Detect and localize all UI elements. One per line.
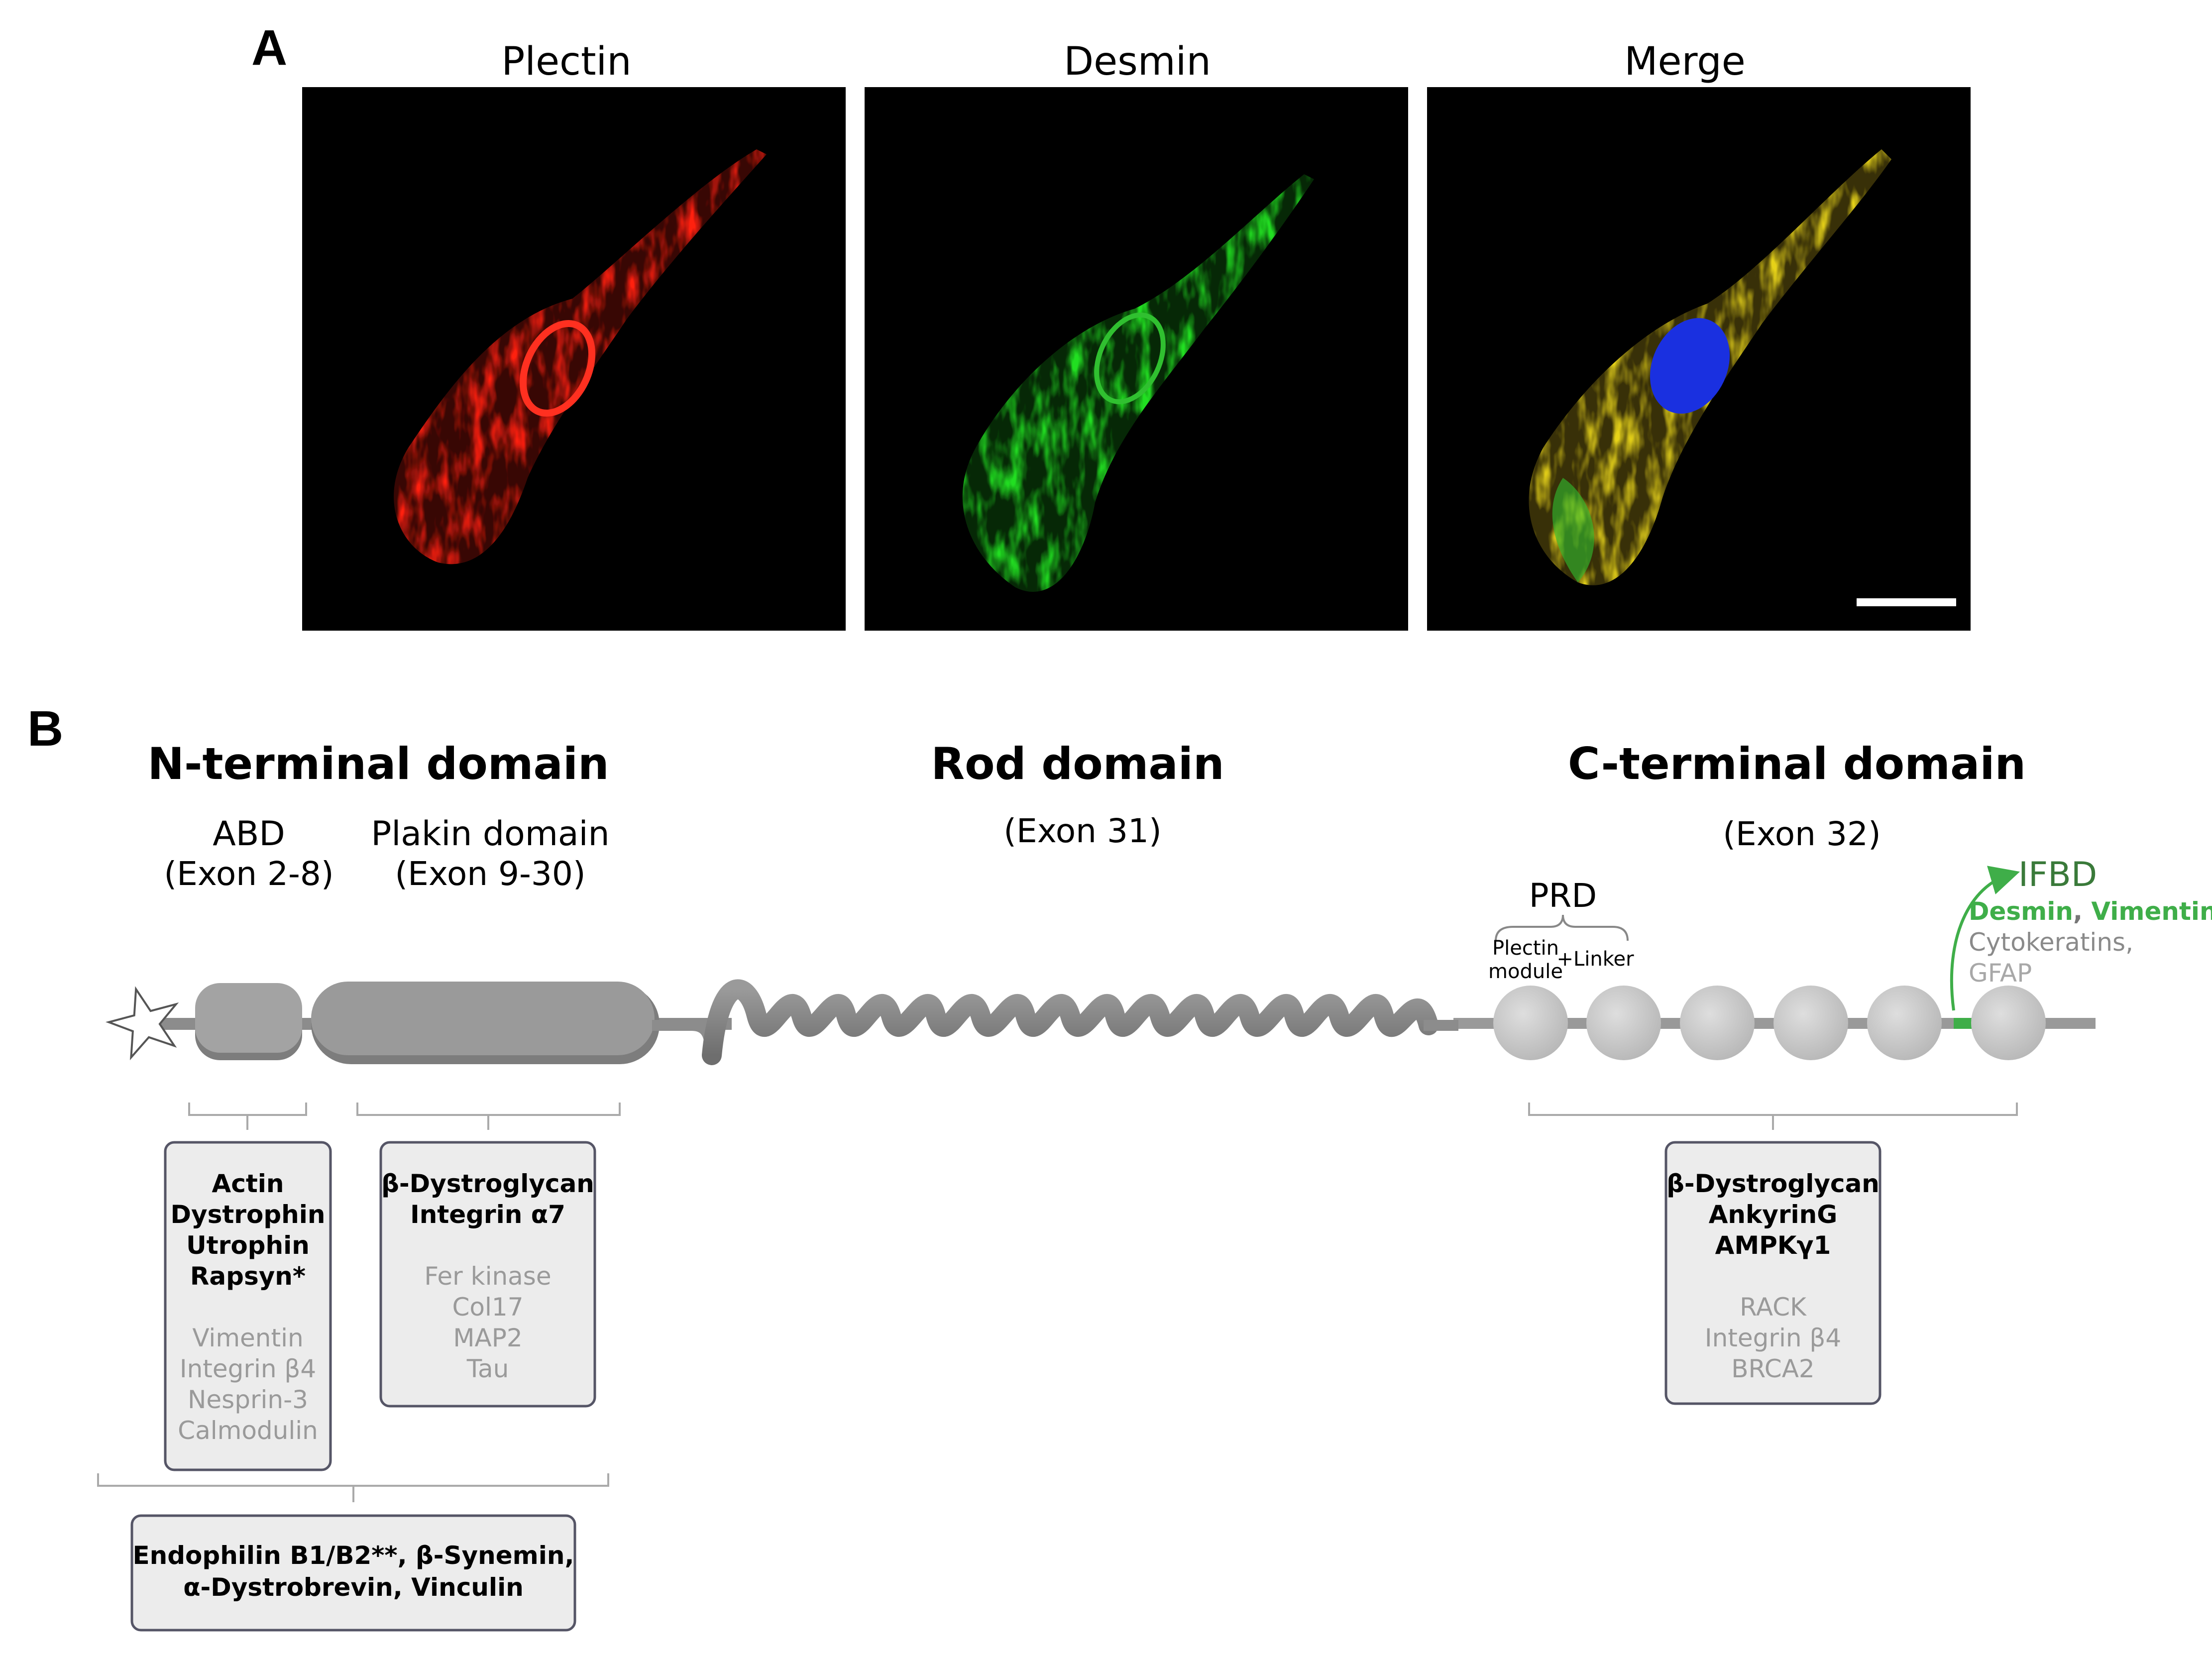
panel-b-letter: B xyxy=(27,701,63,757)
plakin-partner-map2: MAP2 xyxy=(453,1324,522,1352)
plakin-partner-integrin-a7: Integrin α7 xyxy=(410,1200,565,1229)
desmin-micrograph xyxy=(865,87,1408,631)
abd-bracket xyxy=(188,1103,307,1130)
plectin-title: Plectin xyxy=(501,39,631,84)
desmin-title: Desmin xyxy=(1064,39,1211,84)
merge-title: Merge xyxy=(1624,39,1745,84)
abd-partner-actin: Actin xyxy=(212,1169,284,1198)
rod-exon: (Exon 31) xyxy=(1003,812,1161,850)
abd-partner-vimentin: Vimentin xyxy=(192,1324,303,1352)
merge-micrograph xyxy=(1427,87,1971,631)
abd-label: ABD xyxy=(213,814,285,854)
abd-partner-utrophin: Utrophin xyxy=(186,1231,310,1260)
plus-linker-label: +Linker xyxy=(1556,948,1634,971)
c-terminal-title: C-terminal domain xyxy=(1568,738,2026,789)
plectin-module-line1: Plectin xyxy=(1492,937,1559,960)
prd-sphere-3 xyxy=(1680,986,1755,1060)
n-terminal-title: N-terminal domain xyxy=(147,738,609,789)
abd-partner-rapsyn: Rapsyn* xyxy=(190,1262,306,1291)
prd-sphere-5 xyxy=(1867,986,1942,1060)
c-terminal-exon: (Exon 32) xyxy=(1723,815,1880,853)
plakin-partner-fer-kinase: Fer kinase xyxy=(424,1262,551,1291)
plakin-label: Plakin domain xyxy=(371,814,609,854)
plectin-module-line2: module xyxy=(1488,960,1563,983)
prd-label: PRD xyxy=(1529,877,1597,915)
ifbd-partners-line1: Desmin, Vimentin, xyxy=(1969,897,2212,926)
prd-sphere-2 xyxy=(1586,986,1661,1060)
plectin-protein-schematic xyxy=(105,979,2096,1065)
plakin-interactors-box: β-Dystroglycan Integrin α7 Fer kinase Co… xyxy=(379,1141,596,1408)
ifbd-label: IFBD xyxy=(2018,855,2097,894)
cterm-partner-b-dystroglycan: β-Dystroglycan xyxy=(1666,1169,1880,1198)
cterm-partner-brca2: BRCA2 xyxy=(1731,1354,1814,1383)
shared-partners-line2: α-Dystrobrevin, Vinculin xyxy=(183,1573,524,1602)
ifbd-vimentin: Vimentin xyxy=(2091,897,2212,926)
scale-bar xyxy=(1857,598,1956,606)
abd-partner-integrin-b4: Integrin β4 xyxy=(180,1354,316,1383)
shared-partners-line1: Endophilin B1/B2**, β-Synemin, xyxy=(133,1541,574,1570)
cterm-partner-ampk: AMPKγ1 xyxy=(1715,1231,1831,1260)
ifbd-gfap: GFAP xyxy=(1969,959,2032,988)
plakin-partner-col17: Col17 xyxy=(452,1293,523,1322)
n-terminus-star-icon xyxy=(105,986,179,1061)
plectin-repeat-spheres xyxy=(1493,986,2046,1060)
n-terminal-shared-box: Endophilin B1/B2**, β-Synemin, α-Dystrob… xyxy=(130,1514,576,1632)
cterm-partner-ankyring: AnkyrinG xyxy=(1709,1200,1838,1229)
abd-exon: (Exon 2-8) xyxy=(164,855,333,893)
plakin-bracket xyxy=(356,1103,621,1130)
plectin-micrograph xyxy=(302,87,846,631)
prd-sphere-6 xyxy=(1971,986,2046,1060)
prd-sphere-4 xyxy=(1773,986,1848,1060)
ifbd-desmin: Desmin xyxy=(1969,897,2073,926)
rod-helix xyxy=(652,979,1458,1065)
ifbd-arrow xyxy=(1950,866,2020,1011)
c-terminal-bracket xyxy=(1528,1103,2018,1130)
n-terminal-shared-bracket xyxy=(97,1473,609,1502)
abd-partner-dystrophin: Dystrophin xyxy=(171,1200,326,1229)
plakin-partner-b-dystroglycan: β-Dystroglycan xyxy=(381,1169,594,1198)
ifbd-cytokeratins: Cytokeratins, xyxy=(1969,928,2133,957)
panel-a-letter: A xyxy=(251,20,287,76)
prd-sphere-1 xyxy=(1493,986,1568,1060)
plakin-exon: (Exon 9-30) xyxy=(395,855,585,893)
abd-partner-calmodulin: Calmodulin xyxy=(178,1416,318,1445)
c-terminal-interactors-box: β-Dystroglycan AnkyrinG AMPKγ1 RACK Inte… xyxy=(1664,1141,1881,1405)
abd-interactors-box: Actin Dystrophin Utrophin Rapsyn* Viment… xyxy=(164,1141,332,1471)
prd-brace xyxy=(1495,914,1629,941)
abd-partner-nesprin3: Nesprin-3 xyxy=(188,1385,308,1414)
cterm-partner-rack: RACK xyxy=(1740,1293,1807,1322)
rod-title: Rod domain xyxy=(931,738,1224,789)
plakin-partner-tau: Tau xyxy=(466,1354,509,1383)
cterm-partner-integrin-b4: Integrin β4 xyxy=(1705,1324,1841,1352)
